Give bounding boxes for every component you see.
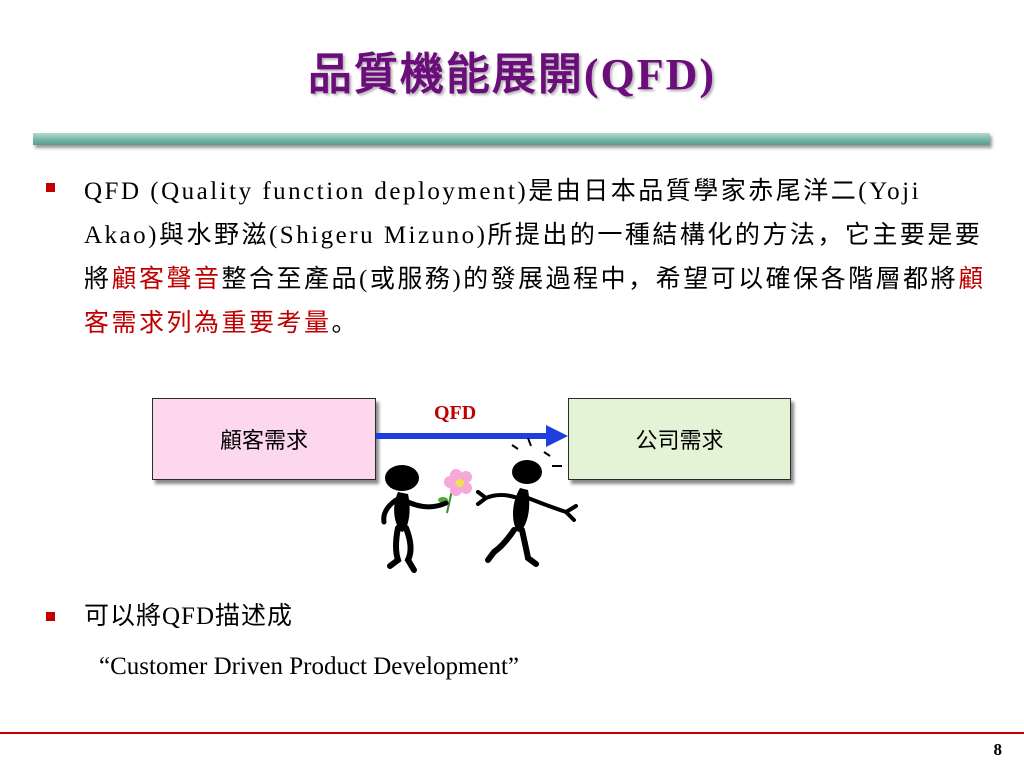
paragraph-text: QFD (Quality function deployment)是由日本品質學… xyxy=(84,178,983,293)
page-number: 8 xyxy=(993,740,1003,759)
bullet-square-icon xyxy=(46,183,55,192)
footer-rule xyxy=(0,732,1024,734)
qfd-arrow-icon xyxy=(376,425,568,447)
flower-icon xyxy=(438,469,472,514)
highlight-customer-voice: 顧客聲音 xyxy=(111,266,222,293)
title-divider-bar xyxy=(33,133,990,145)
qfd-quote: “Customer Driven Product Development” xyxy=(99,653,520,680)
company-requirements-box: 公司需求 xyxy=(568,398,791,480)
customer-requirements-box: 顧客需求 xyxy=(152,398,376,480)
highlight-customer-requirements: 顧客需求列為重要考量 xyxy=(84,266,986,337)
speech-ticks-icon xyxy=(511,437,562,467)
slide-title: 品質機能展開(QFD) xyxy=(307,50,717,99)
stick-figure-right-icon xyxy=(476,460,578,567)
paragraph-text: 整合至產品(或服務)的發展過程中，希望可以確保各階層都將 xyxy=(221,266,959,293)
bullet-square-icon xyxy=(46,612,55,621)
stick-figure-left-icon xyxy=(381,465,449,573)
bullet-paragraph-2: 可以將QFD描述成 xyxy=(84,603,294,630)
bullet-paragraph-1: QFD (Quality function deployment)是由日本品質學… xyxy=(84,170,989,346)
paragraph-text: 。 xyxy=(331,310,360,337)
qfd-arrow-label: QFD xyxy=(434,402,477,424)
